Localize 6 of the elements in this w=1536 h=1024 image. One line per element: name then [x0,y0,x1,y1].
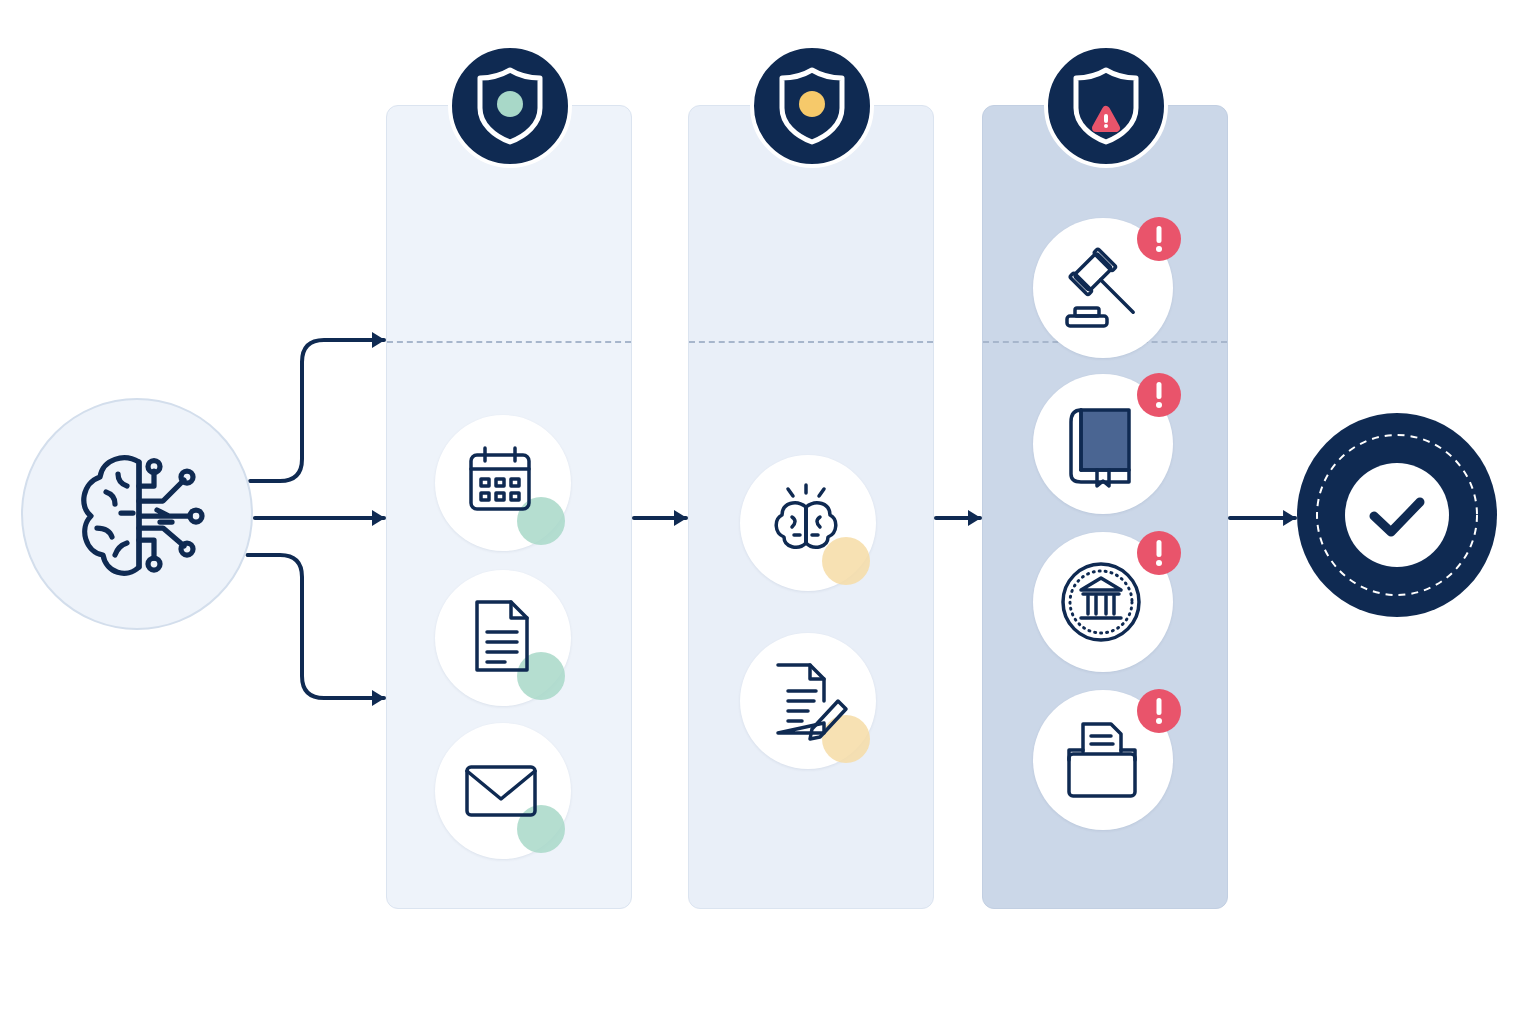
arrow [632,510,688,526]
arrow [245,553,386,706]
arrow [252,510,386,526]
arrow [1228,510,1298,526]
arrow [934,510,982,526]
arrow [248,332,386,483]
